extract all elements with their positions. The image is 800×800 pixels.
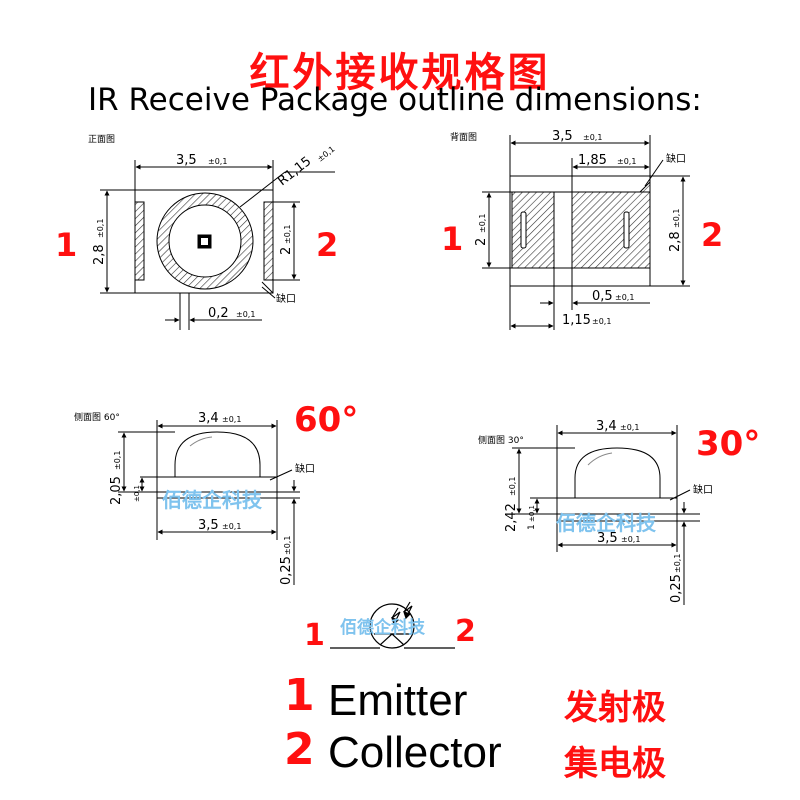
back-notch-label: 缺口 bbox=[666, 152, 686, 165]
side60-height-dim: 2,05 bbox=[109, 476, 124, 505]
back-pin-1: 1 bbox=[441, 220, 464, 258]
side30-notch-label: 缺口 bbox=[693, 483, 713, 496]
legend-num-2: 2 bbox=[284, 724, 315, 775]
front-pin-1: 1 bbox=[55, 226, 78, 264]
side30-top-dim: 3,4 bbox=[596, 419, 617, 434]
svg-text:±0,1: ±0,1 bbox=[583, 133, 602, 142]
legend-cn-1: 发射极 bbox=[564, 688, 666, 728]
legend-en-2: Collector bbox=[328, 728, 502, 777]
svg-text:±0,1: ±0,1 bbox=[673, 554, 682, 573]
side60-notch-label: 缺口 bbox=[295, 462, 315, 475]
back-left-dim: 2 bbox=[474, 238, 489, 246]
back-bottom-dim: 1,15 bbox=[562, 313, 591, 328]
front-height-dim: 2,8 bbox=[92, 244, 107, 265]
side30-height-dim: 2,42 bbox=[504, 503, 519, 532]
svg-text:±0,1: ±0,1 bbox=[617, 157, 636, 166]
svg-text:±0,1: ±0,1 bbox=[236, 310, 255, 319]
svg-text:±0,1: ±0,1 bbox=[615, 293, 634, 302]
legend-num-1: 1 bbox=[284, 670, 315, 721]
side60-angle: 60° bbox=[294, 400, 359, 440]
legend-cn-2: 集电极 bbox=[564, 744, 666, 784]
side60-view-label: 侧面图 60° bbox=[74, 411, 120, 423]
side60-bottom-dim: 3,5 bbox=[198, 518, 219, 533]
side60-dome bbox=[174, 431, 261, 477]
front-tab-right bbox=[263, 201, 274, 281]
back-pin-2: 2 bbox=[701, 216, 724, 254]
back-gap-dim: 0,5 bbox=[592, 289, 613, 304]
page-title-cn: 红外接收规格图 bbox=[249, 50, 551, 96]
front-tab-left bbox=[134, 201, 145, 281]
side30-bottom-dim: 3,5 bbox=[597, 531, 618, 546]
back-pad-left bbox=[511, 191, 555, 269]
front-view: 正面图 3,5 ±0,1 2,8 ±0,1 R1,15 ±0,1 2 bbox=[88, 134, 337, 330]
svg-text:±0,1: ±0,1 bbox=[283, 225, 292, 244]
front-gap-dim: 0,2 bbox=[208, 306, 229, 321]
back-view: 背面图 3,5 ±0,1 1,85 ±0,1 缺口 2 ±0,1 2,8 bbox=[450, 129, 690, 330]
front-notch-label: 缺口 bbox=[276, 292, 296, 305]
svg-text:±0,1: ±0,1 bbox=[283, 536, 292, 555]
side60-thick-dim: 0,25 bbox=[279, 556, 294, 585]
svg-text:1: 1 bbox=[527, 524, 537, 530]
back-width-dim: 3,5 bbox=[552, 129, 573, 144]
svg-text:±0,1: ±0,1 bbox=[528, 505, 536, 522]
svg-text:±0,1: ±0,1 bbox=[316, 145, 337, 164]
side30-dome bbox=[574, 447, 661, 498]
light-arrow-1 bbox=[391, 607, 401, 625]
side60-watermark: 佰德企科技 bbox=[162, 488, 263, 512]
side30-angle: 30° bbox=[696, 424, 761, 464]
page-title-en: IR Receive Package outline dimensions: bbox=[88, 82, 702, 118]
svg-text:±0,1: ±0,1 bbox=[672, 209, 681, 228]
front-inner-dim: 2 bbox=[279, 247, 294, 255]
svg-text:±0,1: ±0,1 bbox=[222, 415, 241, 424]
svg-text:±0,1: ±0,1 bbox=[208, 157, 227, 166]
svg-text:±0,1: ±0,1 bbox=[478, 214, 487, 233]
back-right-dim: 2,8 bbox=[668, 231, 683, 252]
side30-thick-dim: 0,25 bbox=[669, 574, 684, 603]
side30-view-label: 侧面图 30° bbox=[478, 434, 524, 446]
symbol-pin-1: 1 bbox=[304, 618, 325, 653]
back-pad-right bbox=[571, 180, 651, 269]
front-view-label: 正面图 bbox=[88, 134, 115, 145]
symbol-pin-2: 2 bbox=[455, 614, 476, 649]
side30-pads bbox=[556, 513, 678, 522]
side60-top-dim: 3,4 bbox=[198, 411, 219, 426]
side60-view: 侧面图 60° 3,4 ±0,1 2,05 ±0,1 ±0,1 缺口 3,5 ±… bbox=[74, 411, 315, 585]
legend-en-1: Emitter bbox=[328, 676, 468, 725]
symbol-watermark: 佰德企科技 bbox=[340, 617, 426, 638]
svg-text:±0,1: ±0,1 bbox=[96, 219, 105, 238]
front-pin-2: 2 bbox=[316, 226, 339, 264]
back-view-label: 背面图 bbox=[450, 131, 477, 143]
svg-text:±0,1: ±0,1 bbox=[621, 535, 640, 544]
svg-text:±0,1: ±0,1 bbox=[620, 423, 639, 432]
svg-text:±0,1: ±0,1 bbox=[133, 485, 141, 502]
svg-text:±0,1: ±0,1 bbox=[222, 522, 241, 531]
phototransistor-symbol: 佰德企科技 bbox=[330, 601, 455, 649]
side30-watermark: 佰德企科技 bbox=[556, 511, 657, 535]
back-pad-dim: 1,85 bbox=[578, 153, 607, 168]
front-width-dim: 3,5 bbox=[176, 153, 197, 168]
svg-text:±0,1: ±0,1 bbox=[508, 477, 517, 496]
side30-view: 侧面图 30° 3,4 ±0,1 2,42 ±0,1 1 ±0,1 缺口 3,5… bbox=[478, 419, 713, 605]
front-notch bbox=[261, 281, 274, 294]
side60-pads bbox=[156, 491, 278, 499]
svg-text:±0,1: ±0,1 bbox=[113, 451, 122, 470]
svg-text:±0,1: ±0,1 bbox=[592, 317, 611, 326]
light-arrow-2 bbox=[403, 601, 413, 619]
